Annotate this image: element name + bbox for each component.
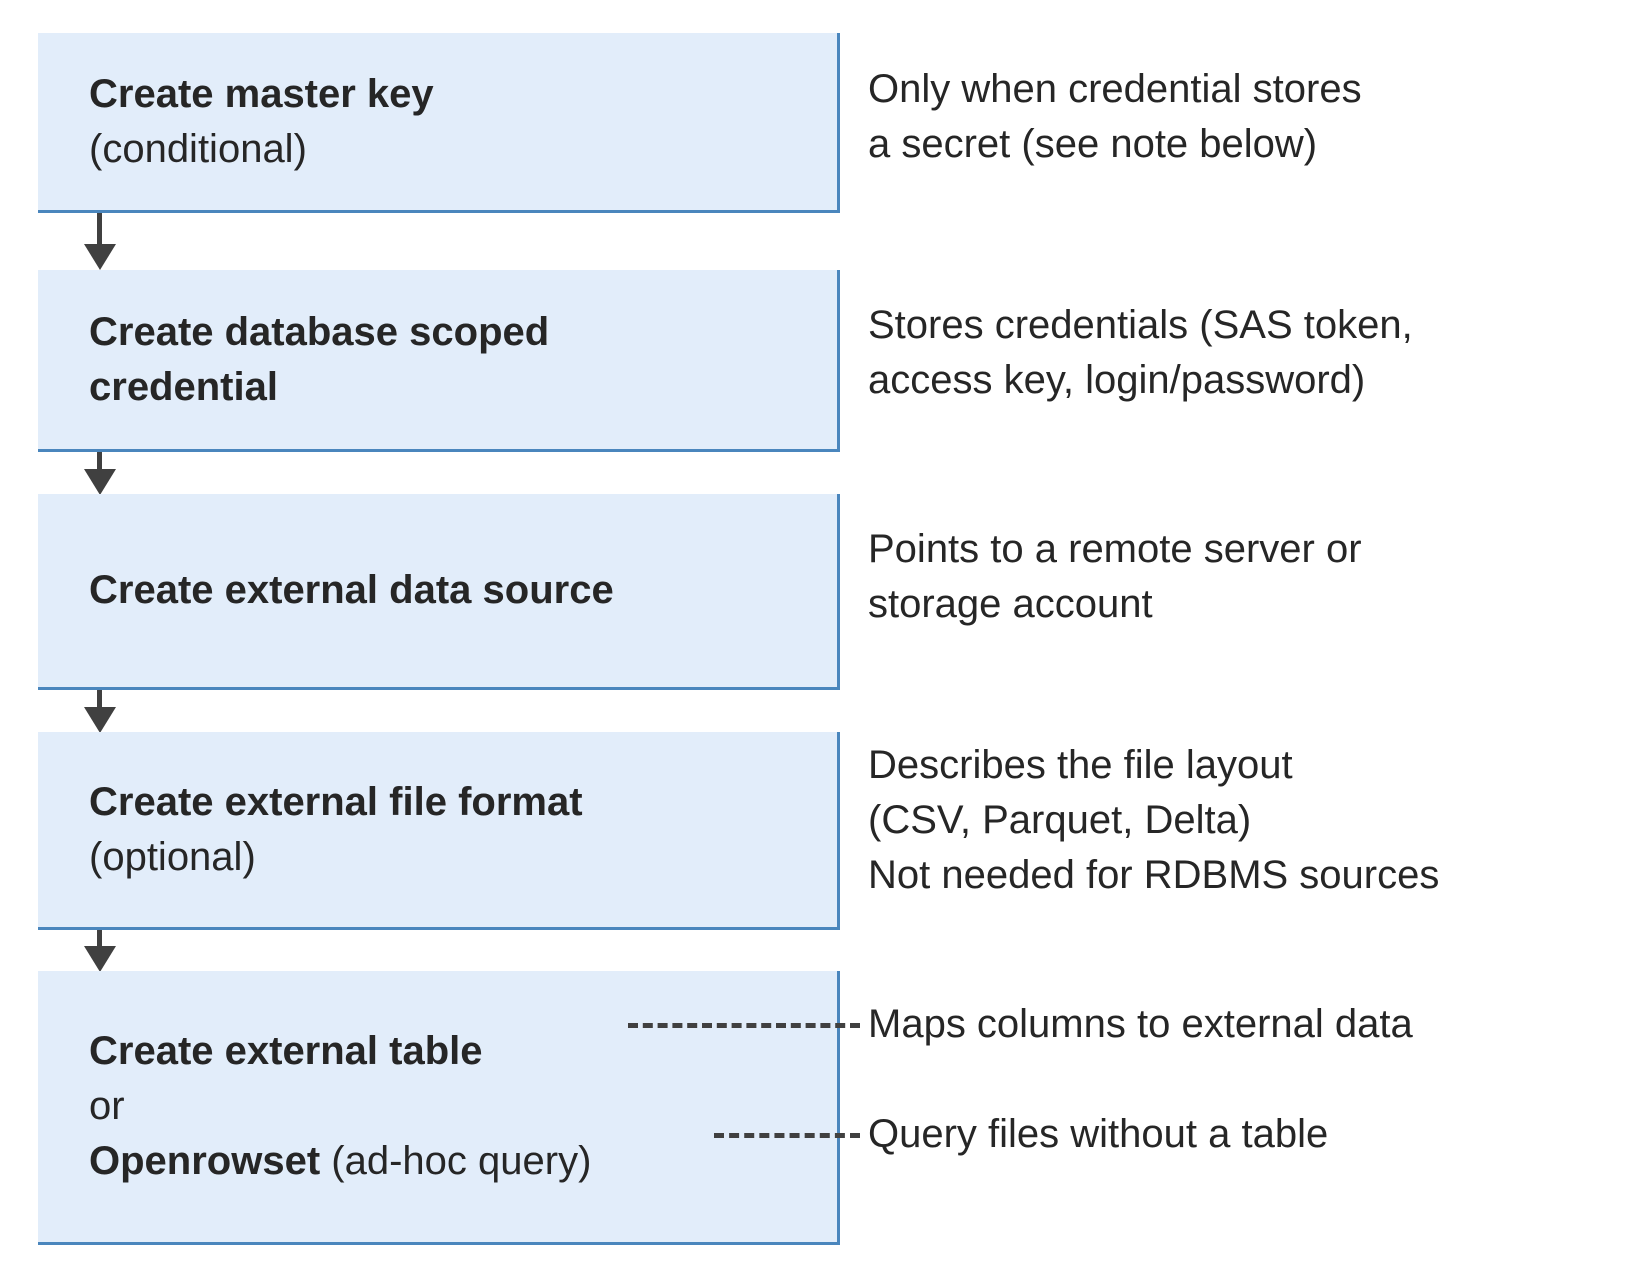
arrow-shaft [97, 452, 102, 472]
step-box-create-database-scoped-credential[interactable]: Create database scoped credential [38, 270, 840, 452]
dashed-connector-openrowset [714, 1133, 860, 1138]
step-1-subtitle: (conditional) [89, 126, 307, 171]
note-create-external-data-source: Points to a remote server or storage acc… [868, 522, 1362, 632]
step-5-title: Create external table [89, 1029, 483, 1073]
step-4-subtitle: (optional) [89, 834, 256, 879]
step-box-create-external-table-or-openrowset[interactable]: Create external table or Openrowset (ad-… [38, 971, 840, 1245]
note-line: a secret (see note below) [868, 122, 1318, 166]
note-create-external-table: Maps columns to external data [868, 1002, 1413, 1046]
dashed-connector-external-table [628, 1023, 860, 1028]
step-box-create-external-data-source[interactable]: Create external data source [38, 494, 840, 690]
arrow-step1-to-step2 [84, 213, 116, 270]
step-5-alt-title: Openrowset [89, 1139, 321, 1183]
note-openrowset: Query files without a table [868, 1112, 1329, 1156]
step-box-create-external-file-format[interactable]: Create external file format (optional) [38, 732, 840, 930]
note-line: Stores credentials (SAS token, [868, 303, 1413, 347]
note-line: (CSV, Parquet, Delta) [868, 798, 1252, 842]
note-create-database-scoped-credential: Stores credentials (SAS token, access ke… [868, 298, 1413, 408]
arrow-step2-to-step3 [84, 452, 116, 495]
arrow-step3-to-step4 [84, 690, 116, 733]
arrow-shaft [97, 930, 102, 949]
arrow-head-icon [84, 244, 116, 270]
step-3-text: Create external data source [38, 563, 837, 618]
step-1-text: Create master key (conditional) [38, 67, 837, 177]
arrow-shaft [97, 690, 102, 710]
note-line: access key, login/password) [868, 358, 1366, 402]
step-2-title-line1: Create database scoped [89, 309, 550, 354]
step-box-create-master-key[interactable]: Create master key (conditional) [38, 33, 840, 213]
note-create-master-key: Only when credential stores a secret (se… [868, 62, 1362, 172]
step-2-title-line2: credential [89, 364, 278, 409]
note-line: storage account [868, 582, 1153, 626]
step-4-title: Create external file format [89, 779, 583, 824]
arrow-head-icon [84, 946, 116, 972]
step-5-alt-suffix: (ad-hoc query) [320, 1139, 592, 1183]
step-4-text: Create external file format (optional) [38, 775, 837, 885]
note-line: Only when credential stores [868, 67, 1362, 111]
note-line: Points to a remote server or [868, 527, 1362, 571]
step-3-title: Create external data source [89, 568, 614, 612]
step-5-text: Create external table or Openrowset (ad-… [38, 1024, 837, 1189]
arrow-shaft [97, 213, 102, 246]
arrow-head-icon [84, 469, 116, 495]
note-line: Not needed for RDBMS sources [868, 853, 1440, 897]
note-create-external-file-format: Describes the file layout (CSV, Parquet,… [868, 738, 1439, 903]
arrow-step4-to-step5 [84, 930, 116, 972]
step-2-text: Create database scoped credential [38, 305, 837, 415]
step-1-title: Create master key [89, 71, 434, 116]
note-line: Describes the file layout [868, 743, 1293, 787]
arrow-head-icon [84, 707, 116, 733]
step-5-connector-word: or [89, 1084, 125, 1128]
